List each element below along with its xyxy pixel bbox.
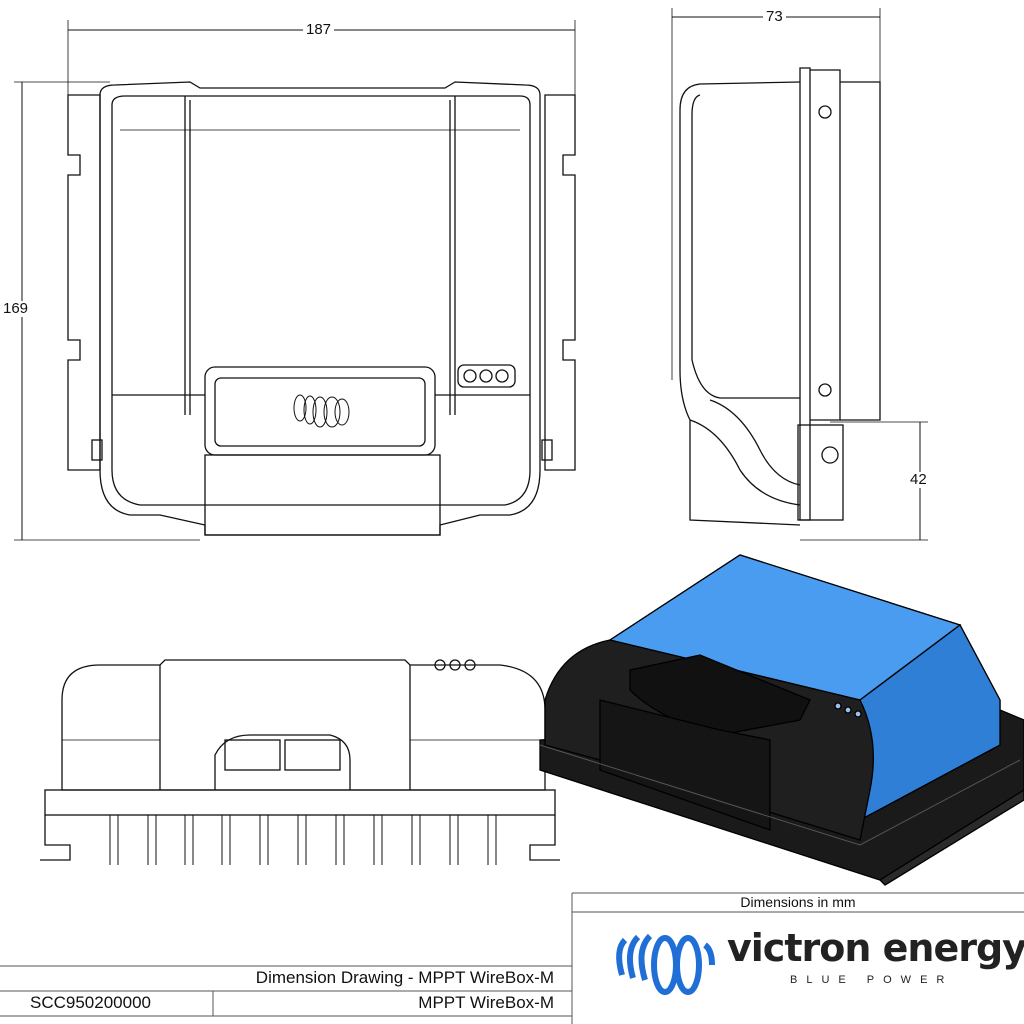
drawing-title: Dimension Drawing - MPPT WireBox-M [255,968,554,987]
heatsink-fins [109,815,497,865]
front-logo-icon [293,394,350,428]
product-name: MPPT WireBox-M [418,993,554,1012]
front-view [14,20,576,541]
title-block [0,892,1024,1024]
logo-brand-text: victron energy [727,926,1024,970]
bottom-view [40,659,560,865]
logo-tagline: BLUE POWER [790,974,954,986]
dimension-width-label: 187 [303,22,335,38]
dimension-height-label: 169 [0,301,32,317]
side-view [671,8,928,541]
part-number: SCC950200000 [30,993,151,1012]
units-note: Dimensions in mm [740,894,856,910]
dimension-lower-height-label: 42 [907,472,930,488]
victron-logo-icon [616,933,715,995]
dimension-depth-label: 73 [763,9,786,25]
product-render [539,554,1024,886]
